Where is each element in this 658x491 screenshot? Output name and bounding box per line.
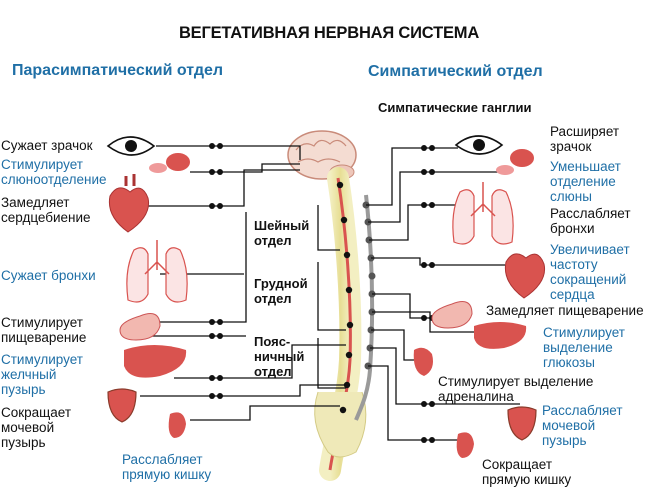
sympathetic-header: Симпатический отдел [368, 63, 543, 80]
rectum-icon [456, 432, 474, 458]
para-label-gallbladder: Стимулирует желчный пузырь [1, 352, 83, 397]
bladder-icon [107, 388, 137, 423]
section-thoracic: Грудной отдел [254, 276, 308, 306]
para-label-heart: Замедляет сердцебиение [1, 195, 91, 225]
para-label-bronchi: Сужает бронхи [1, 268, 96, 283]
bladder-icon [507, 406, 537, 441]
diagram-title: ВЕГЕТАТИВНАЯ НЕРВНАЯ СИСТЕМА [178, 24, 480, 42]
eye-icon [454, 135, 504, 155]
lungs-icon [126, 240, 188, 303]
symp-label-pupil: Расширяет зрачок [550, 124, 620, 154]
para-label-rectum: Расслабляет прямую кишку [122, 452, 212, 482]
symp-label-adrenaline: Стимулирует выделение адреналина [438, 374, 594, 404]
symp-label-heart: Увеличивает частоту сокращений сердца [550, 242, 630, 302]
lungs-icon [452, 182, 514, 245]
para-label-saliva: Стимулирует слюноотделение [1, 157, 107, 187]
para-label-pupil: Сужает зрачок [1, 138, 93, 153]
section-cervical: Шейный отдел [254, 218, 310, 248]
symp-label-digestion: Замедляет пищеварение [486, 303, 644, 318]
eye-icon [106, 136, 156, 156]
symp-label-glucose: Стимулирует выделение глюкозы [543, 325, 625, 370]
liver-icon [124, 345, 187, 378]
para-label-bladder: Сокращает мочевой пузырь [1, 405, 72, 450]
symp-label-bladder: Расслабляет мочевой пузырь [542, 403, 623, 448]
heart-icon [504, 253, 546, 299]
section-lumbar: Пояс- ничный отдел [254, 334, 305, 379]
salivary-gland-icon [496, 149, 534, 175]
parasympathetic-header: Парасимпатический отдел [12, 62, 224, 79]
salivary-gland-icon [149, 153, 190, 173]
ganglia-label: Симпатические ганглии [378, 100, 532, 115]
spinal-column [314, 167, 367, 481]
liver-icon [474, 322, 527, 349]
heart-icon [108, 174, 150, 233]
stomach-icon [119, 313, 161, 341]
rectum-icon [168, 412, 186, 438]
para-label-digestion: Стимулирует пищеварение [1, 315, 87, 345]
adrenal-gland-icon [413, 347, 433, 376]
symp-label-rectum: Сокращает прямую кишку [482, 457, 572, 487]
stomach-icon [431, 301, 473, 329]
symp-label-saliva: Уменьшает отделение слюны [550, 159, 621, 204]
section-brackets [317, 205, 346, 389]
symp-label-bronchi: Расслабляет бронхи [550, 206, 631, 236]
